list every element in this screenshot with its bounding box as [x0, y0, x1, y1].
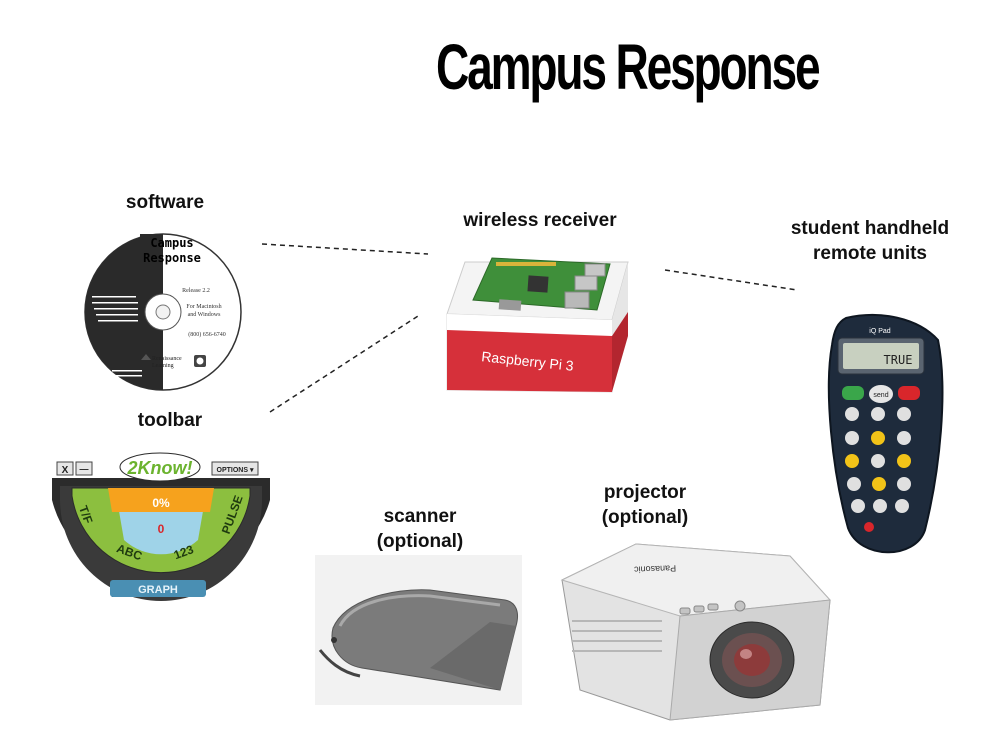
handheld-label: student handheld remote units [770, 216, 970, 266]
close-button[interactable] [56, 461, 74, 476]
handheld-label-line2: remote units [812, 243, 928, 264]
minimize-button[interactable] [75, 461, 93, 476]
handheld-remote: iQ Pad TRUE send [827, 313, 944, 554]
renaissance-logo: Renaissance Learning [141, 354, 182, 369]
connector-toolbar [269, 315, 419, 413]
toolbar-logo: 2Know! [127, 458, 193, 478]
connector-handheld [664, 269, 798, 291]
remote-red-button [898, 386, 920, 400]
remote-send-label: send [873, 392, 888, 399]
quickstart-logo [194, 355, 206, 367]
toolbar-count: 0 [158, 522, 165, 536]
graph-label: GRAPH [138, 584, 178, 596]
close-icon: X [62, 465, 69, 476]
toolbar-label: toolbar [137, 410, 203, 431]
projector-brand: Panasonic [633, 563, 676, 574]
projector-vents [572, 620, 662, 652]
minimize-icon: — [80, 464, 89, 474]
remote-brand: iQ Pad [869, 328, 891, 335]
projector-controls [679, 600, 746, 615]
projector-device: Panasonic [560, 543, 832, 721]
remote-keypad [845, 407, 911, 532]
disc-phone: (800) 656-6740 [188, 331, 226, 338]
connector-lines [261, 243, 798, 413]
toolbar-percent: 0% [152, 496, 170, 510]
brand-line2: Learning [152, 363, 174, 369]
disc-title-line2: Response [143, 251, 201, 265]
remote-green-button [842, 386, 864, 400]
raspberry-pi-receiver: Raspberry Pi 3 [446, 257, 629, 393]
wireless-receiver-label: wireless receiver [463, 210, 617, 231]
brand-line1: Renaissance [152, 356, 182, 362]
options-label: OPTIONS ▾ [217, 467, 254, 474]
projector-label-line2: (optional) [601, 507, 689, 528]
scanner-label-line1: scanner [383, 506, 457, 527]
handheld-label-line1: student handheld [790, 218, 950, 239]
projector-label-line1: projector [603, 482, 687, 503]
connector-software [261, 243, 429, 255]
disc-platforms-line2: and Windows [188, 312, 221, 318]
remote-send-button [869, 385, 893, 403]
software-disc: Campus Response Release 2.2 For Macintos… [84, 233, 242, 391]
software-label: software [125, 192, 205, 213]
scanner-device [315, 555, 522, 705]
disc-fineprint [92, 296, 142, 377]
toolbar-widget: 0% 0 T/F ABC 123 PULSE GRAPH X — OPTIONS… [52, 452, 270, 601]
segment-123[interactable]: 123 [172, 542, 196, 562]
disc-platforms-line1: For Macintosh [186, 304, 221, 310]
segment-tf[interactable]: T/F [76, 504, 95, 526]
remote-display: TRUE [884, 353, 913, 367]
logo-badge [119, 452, 201, 482]
graph-button[interactable] [110, 580, 206, 597]
disc-title-line1: Campus [150, 236, 193, 250]
disc-release: Release 2.2 [182, 288, 210, 294]
options-button[interactable] [211, 461, 259, 476]
scanner-label: scanner (optional) [355, 504, 485, 554]
scanner-label-line2: (optional) [376, 531, 464, 552]
projector-label: projector (optional) [580, 480, 710, 530]
